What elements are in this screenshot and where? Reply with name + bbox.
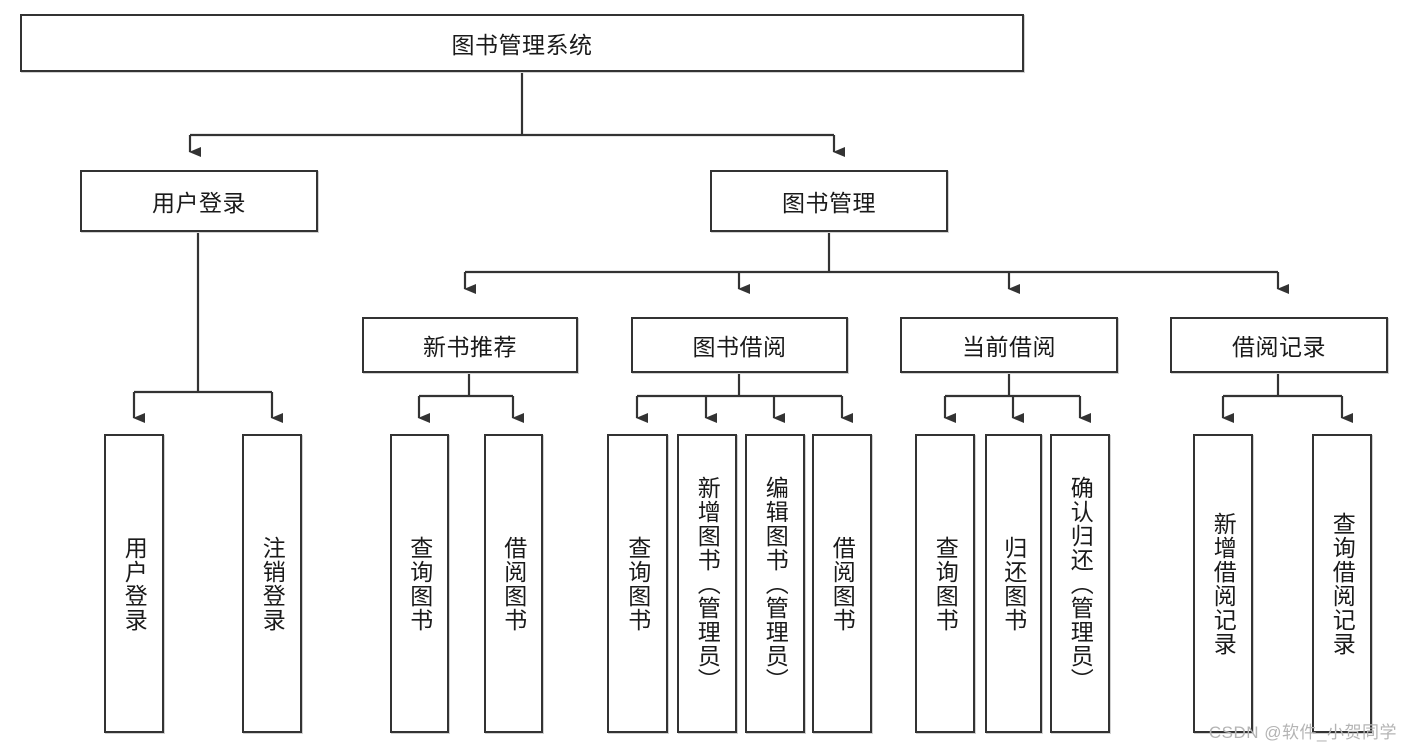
node-label: 归还图书: [1000, 535, 1027, 632]
node-label: 新增借阅记录: [1210, 511, 1237, 656]
node-label: 图书借阅: [692, 334, 787, 360]
node-label: 查询图书: [624, 535, 651, 632]
node-book-borrow[interactable]: 图书借阅: [631, 317, 848, 373]
node-borrow-record[interactable]: 借阅记录: [1170, 317, 1388, 373]
leaf-book-borrow-borrow-book[interactable]: 借阅图书: [812, 434, 872, 733]
csdn-watermark: CSDN @软件_小贺同学: [1208, 723, 1397, 742]
node-label: 查询借阅记录: [1329, 511, 1356, 656]
node-current-borrow[interactable]: 当前借阅: [900, 317, 1118, 373]
node-label: 编辑图书（管理员）: [762, 475, 789, 692]
leaf-book-borrow-edit-book-admin[interactable]: 编辑图书（管理员）: [745, 434, 805, 733]
leaf-current-borrow-return-book[interactable]: 归还图书: [985, 434, 1042, 733]
node-label: 用户登录: [152, 190, 246, 216]
node-new-book-recommend[interactable]: 新书推荐: [362, 317, 578, 373]
node-root-book-management-system[interactable]: 图书管理系统: [20, 14, 1024, 72]
node-label: 查询图书: [406, 535, 433, 632]
leaf-borrow-record-add-record[interactable]: 新增借阅记录: [1193, 434, 1253, 733]
node-label: 当前借阅: [962, 334, 1056, 360]
node-book-management[interactable]: 图书管理: [710, 170, 948, 232]
node-label: 用户登录: [121, 535, 148, 632]
leaf-borrow-record-query-record[interactable]: 查询借阅记录: [1312, 434, 1372, 733]
leaf-user-login-logout[interactable]: 注销登录: [242, 434, 302, 733]
node-label: 图书管理: [782, 190, 876, 216]
node-label: 新书推荐: [423, 334, 517, 360]
leaf-book-borrow-query-book[interactable]: 查询图书: [607, 434, 668, 733]
node-label: 借阅图书: [829, 535, 856, 632]
leaf-user-login-login[interactable]: 用户登录: [104, 434, 164, 733]
leaf-new-book-borrow-book[interactable]: 借阅图书: [484, 434, 543, 733]
leaf-new-book-query-book[interactable]: 查询图书: [390, 434, 449, 733]
node-user-login[interactable]: 用户登录: [80, 170, 318, 232]
node-label: 查询图书: [932, 535, 959, 632]
leaf-current-borrow-query-book[interactable]: 查询图书: [915, 434, 975, 733]
node-label: 借阅记录: [1232, 334, 1326, 360]
node-label: 借阅图书: [500, 535, 527, 632]
node-label: 确认归还（管理员）: [1067, 475, 1094, 692]
node-label: 新增图书（管理员）: [694, 475, 721, 692]
node-label: 注销登录: [259, 535, 286, 632]
leaf-book-borrow-add-book-admin[interactable]: 新增图书（管理员）: [677, 434, 737, 733]
leaf-current-borrow-confirm-return-admin[interactable]: 确认归还（管理员）: [1050, 434, 1110, 733]
node-label: 图书管理系统: [451, 32, 593, 58]
